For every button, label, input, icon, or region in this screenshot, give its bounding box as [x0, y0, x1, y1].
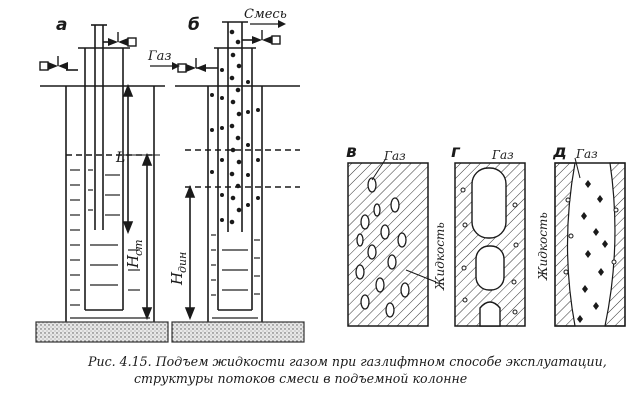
- panel-b-ground: [171, 321, 305, 343]
- dim-hst-label: H: [124, 254, 142, 269]
- gas-v-label: Газ: [383, 149, 406, 163]
- dim-hdin-sub: дин: [176, 252, 189, 273]
- panel-b-mixture: [210, 29, 260, 225]
- panel-b-valve-right: [250, 20, 286, 45]
- gas-inlet-label: Газ: [147, 49, 171, 64]
- liquid-v-label: Жидкость: [433, 222, 447, 291]
- panel-b-well: [175, 21, 300, 322]
- gas-g-label: Газ: [491, 148, 514, 162]
- caption-line-1: Рис. 4.15. Подъем жидкости газом при газ…: [88, 354, 607, 369]
- panel-v-flow: [347, 159, 437, 327]
- panel-a-label: а: [56, 15, 67, 35]
- panel-a-liquid: [70, 169, 150, 319]
- figure-caption: Рис. 4.15. Подъем жидкости газом при газ…: [88, 353, 608, 387]
- dim-hdin-label: H: [168, 271, 186, 286]
- panel-g-flow: [454, 162, 526, 327]
- panel-b-liquid: [211, 234, 260, 319]
- panel-d-flow: [554, 157, 626, 327]
- gas-d-label: Газ: [575, 147, 598, 161]
- dim-l-label: L: [115, 150, 125, 166]
- panel-b-label: б: [188, 15, 200, 35]
- mixture-label: Смесь: [244, 7, 287, 22]
- gaslift-figure: а L H ст: [35, 7, 626, 343]
- dim-hst-sub: ст: [132, 239, 145, 256]
- panel-a-well: [40, 24, 165, 322]
- panel-a-valve-right: [108, 32, 137, 47]
- liquid-d-label: Жидкость: [536, 212, 550, 281]
- caption-line-2: структуры потоков смеси в подъемной коло…: [134, 371, 468, 386]
- panel-g-label: г: [451, 142, 461, 162]
- panel-a-ground: [35, 321, 169, 343]
- panel-d-label: д: [552, 142, 567, 162]
- panel-a-valve-left: [39, 56, 68, 71]
- panel-b-valve-left: [150, 58, 206, 73]
- panel-v-label: в: [346, 142, 357, 162]
